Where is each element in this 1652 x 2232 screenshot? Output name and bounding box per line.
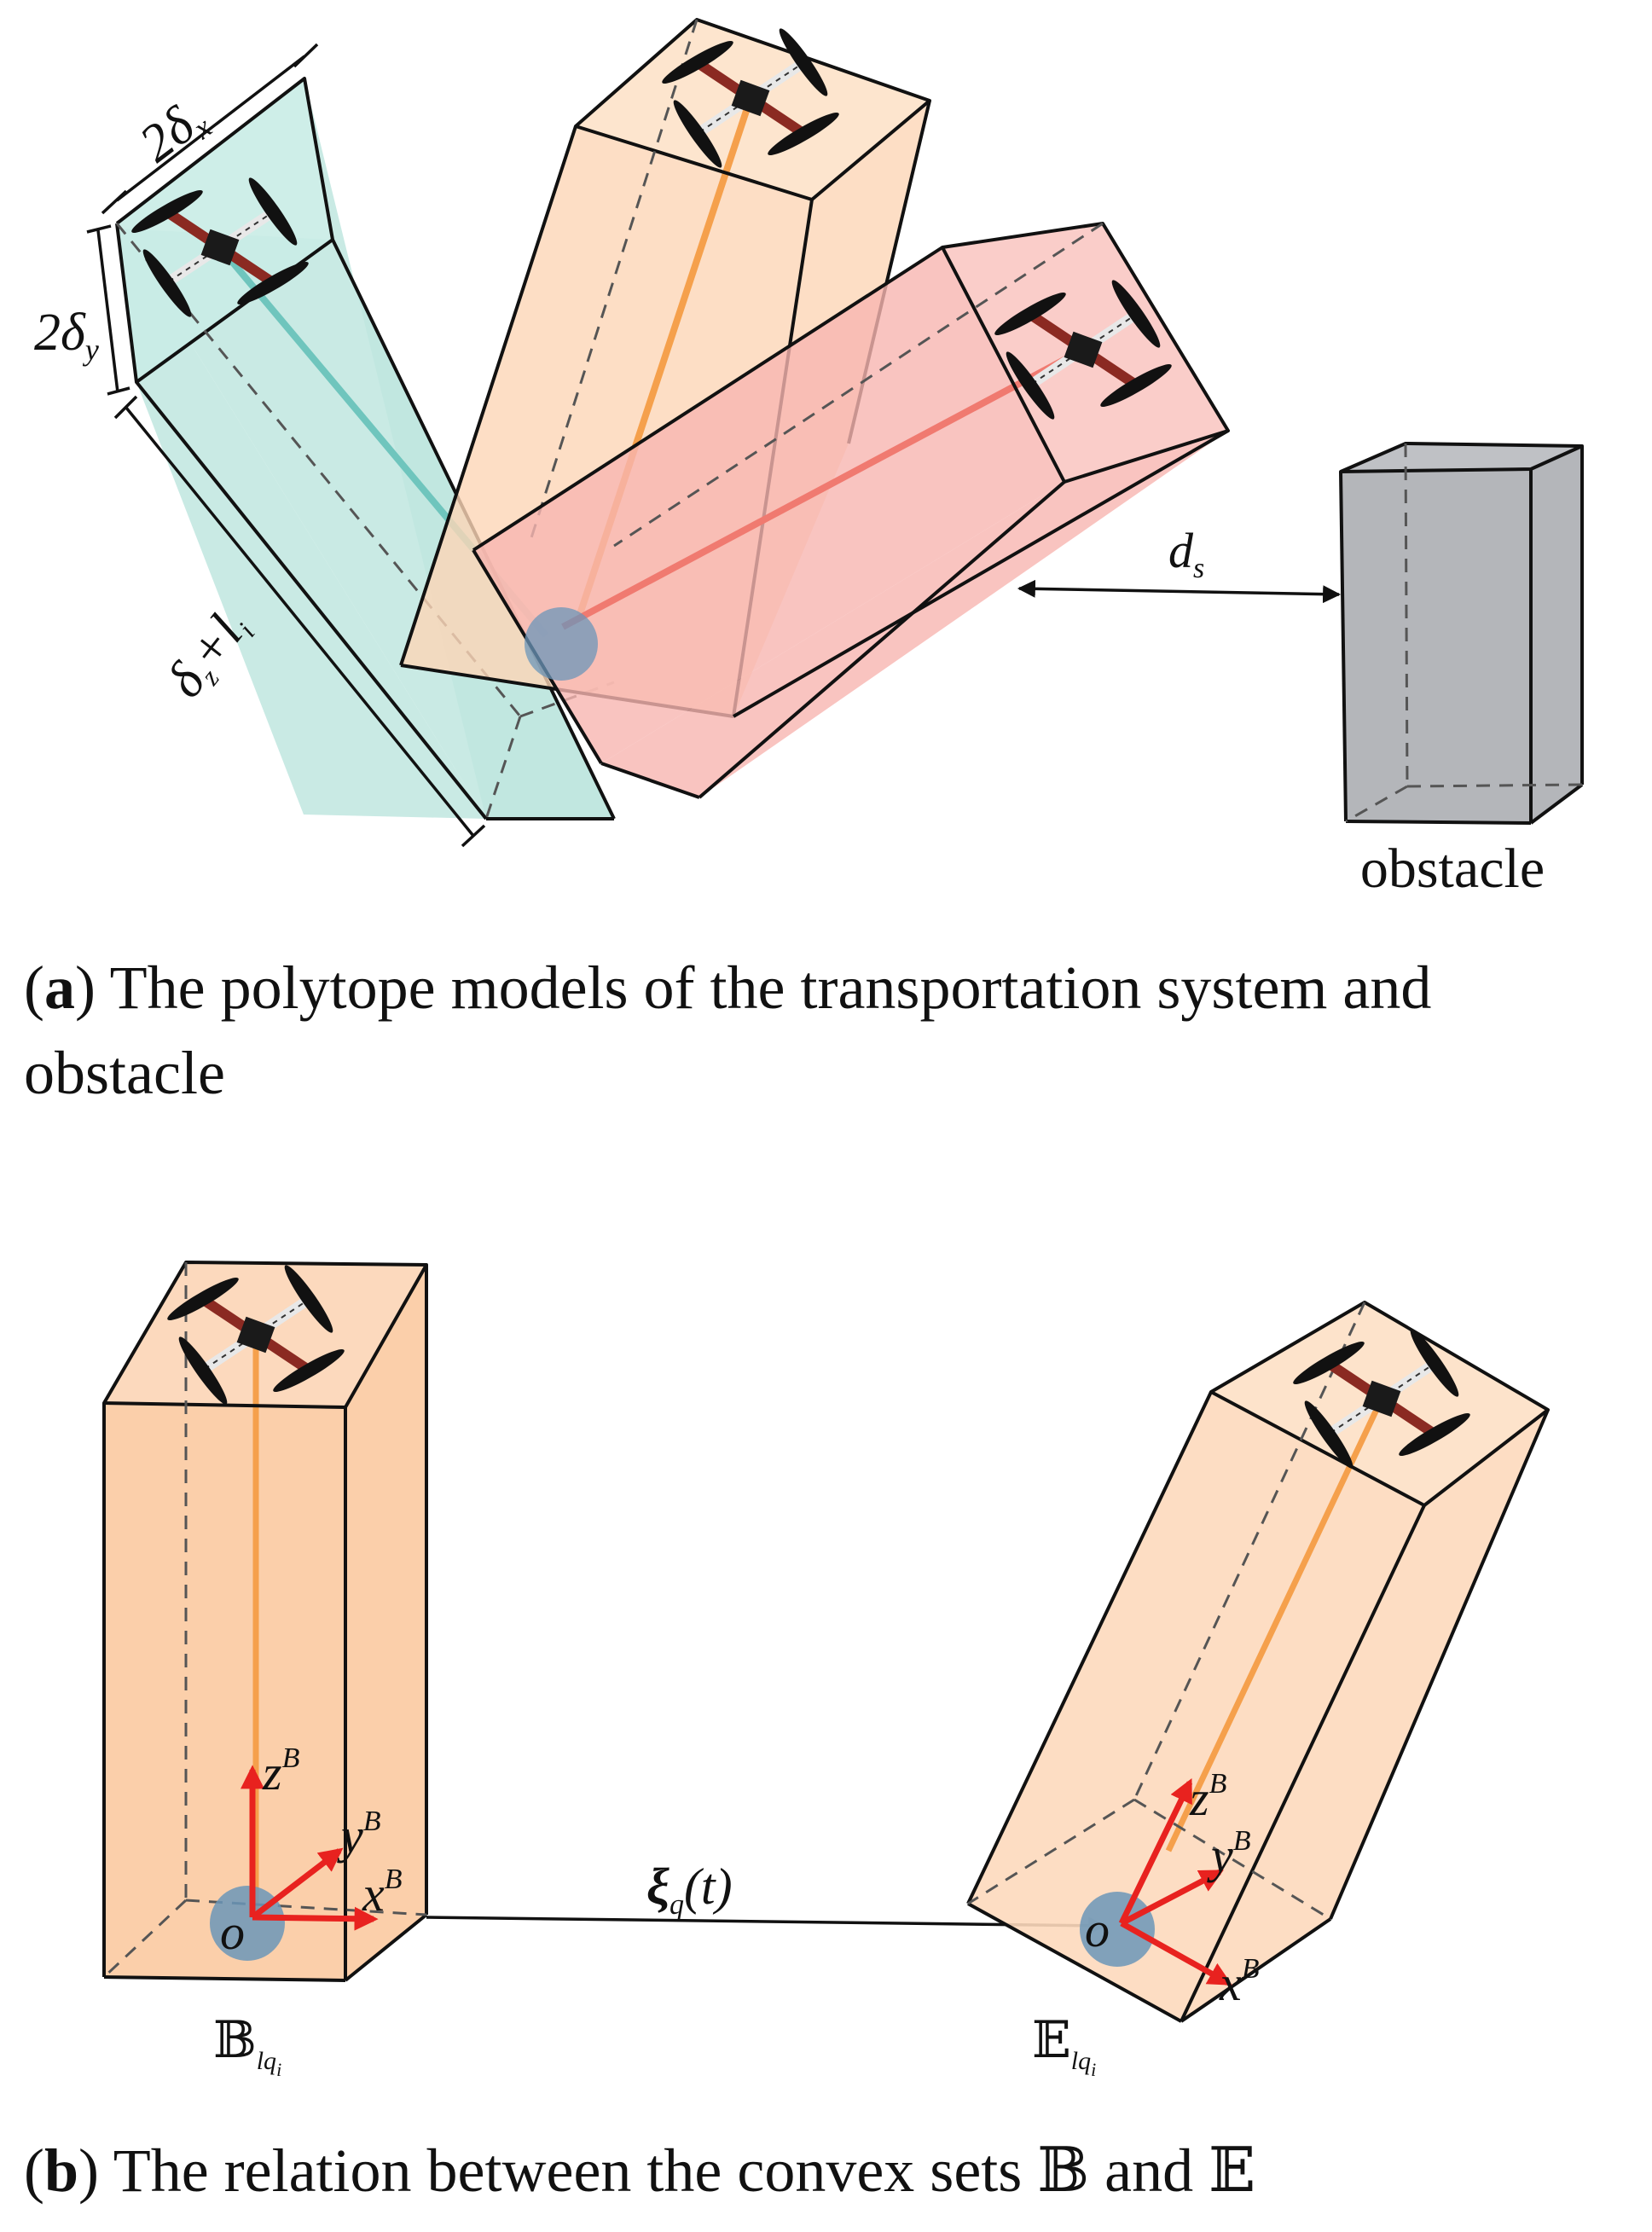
origin-label-right: o xyxy=(1085,1902,1110,1957)
caption-b-letter: b xyxy=(43,2136,79,2205)
svg-text:ds: ds xyxy=(1168,523,1204,584)
set-b-front-face xyxy=(104,1403,345,1980)
figure-b: zB yB xB o 𝔹lqi ξq(t) xyxy=(102,1261,1550,2080)
x-axis-sup-left: B xyxy=(385,1864,403,1895)
set-e-label-group: 𝔼lqi xyxy=(1032,2012,1096,2080)
width-y-subscript: y xyxy=(83,333,99,367)
set-b-subscript-i: i xyxy=(276,2059,281,2080)
set-e-subscript: lq xyxy=(1071,2047,1091,2075)
y-axis-sup-left: B xyxy=(363,1806,381,1837)
red-center-rod xyxy=(561,346,1085,630)
set-b-polytope xyxy=(102,1261,428,1982)
obstacle-side-face xyxy=(1531,446,1582,823)
obstacle-label: obstacle xyxy=(1360,838,1545,900)
xi-label-group: ξq(t) xyxy=(646,1858,733,1921)
caption-a-text: The polytope models of the transportatio… xyxy=(24,954,1432,1107)
axes-right: zB yB xB o xyxy=(1085,1768,1260,2011)
y-axis-label-left: y xyxy=(337,1808,363,1864)
axes-left: zB yB xB o xyxy=(220,1742,403,1960)
distance-subscript: s xyxy=(1193,553,1204,584)
caption-a-letter: a xyxy=(43,954,75,1022)
x-axis-label-left: x xyxy=(362,1866,385,1922)
caption-b-text: The relation between the convex sets 𝔹 a… xyxy=(113,2136,1255,2205)
svg-text:zB: zB xyxy=(1189,1768,1227,1826)
set-e-subscript-i: i xyxy=(1091,2059,1096,2080)
set-e-polytope xyxy=(966,1301,1550,2023)
svg-text:zB: zB xyxy=(262,1742,300,1800)
dimension-width-y: 2δy xyxy=(34,224,130,396)
origin-label-left: o xyxy=(220,1904,245,1960)
y-axis-label-right: y xyxy=(1207,1828,1233,1883)
z-axis-label-left: z xyxy=(262,1745,282,1800)
distance-label: d xyxy=(1168,523,1194,578)
y-axis-sup-right: B xyxy=(1233,1825,1251,1857)
set-e-center-rod xyxy=(1165,1397,1385,1852)
teal-top-face xyxy=(117,78,333,382)
distance-arrow-line xyxy=(1017,579,1342,604)
distance-arrow: ds xyxy=(1017,523,1342,604)
obstacle-box xyxy=(1339,442,1584,825)
svg-text:xB: xB xyxy=(1219,1953,1260,2011)
obstacle-top-face xyxy=(1341,444,1582,472)
figure-a: 2δx 2δy δz+li ds xyxy=(34,18,1584,900)
x-axis-sup-right: B xyxy=(1242,1953,1260,1985)
caption-a: (a) The polytope models of the transport… xyxy=(24,954,1432,1107)
z-axis-sup-right: B xyxy=(1209,1768,1227,1800)
svg-text:yB: yB xyxy=(1207,1825,1251,1883)
set-b-label-group: 𝔹lqi xyxy=(213,2012,281,2080)
set-b-label: 𝔹 xyxy=(213,2012,257,2068)
xi-label: ξ xyxy=(646,1858,669,1915)
red-polytope xyxy=(472,222,1230,799)
red-main-face xyxy=(473,247,1064,763)
caption-b: (b) The relation between the convex sets… xyxy=(24,2136,1255,2205)
xi-subscript: q xyxy=(669,1889,684,1921)
set-b-side-face xyxy=(345,1265,426,1980)
x-axis-label-right: x xyxy=(1219,1956,1242,2011)
svg-text:2δy: 2δy xyxy=(34,304,99,367)
payload-sphere-a xyxy=(525,607,598,681)
svg-text:xB: xB xyxy=(362,1864,403,1922)
set-b-subscript: lq xyxy=(257,2047,276,2075)
xi-connection-line xyxy=(426,1916,1107,1935)
width-y-label: 2δ xyxy=(34,304,86,362)
xi-argument: (t) xyxy=(684,1858,733,1915)
z-axis-sup-left: B xyxy=(282,1742,300,1774)
obstacle-front-face xyxy=(1341,469,1531,823)
set-e-label: 𝔼 xyxy=(1032,2012,1071,2068)
z-axis-label-right: z xyxy=(1189,1771,1209,1826)
set-e-side-face xyxy=(1181,1410,1548,2021)
teal-main-face xyxy=(119,229,486,819)
payload-sphere-b-right xyxy=(1080,1892,1155,1967)
svg-text:yB: yB xyxy=(337,1806,381,1864)
